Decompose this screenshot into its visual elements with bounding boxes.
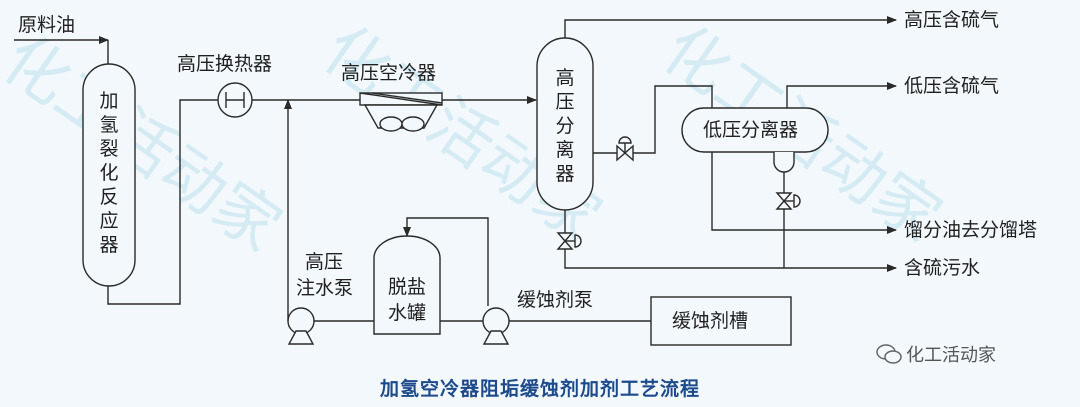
lp-separator-vessel	[681, 107, 829, 153]
inhibitor-pump-label: 缓蚀剂泵	[517, 289, 594, 311]
hp-sour-gas-label: 高压含硫气	[904, 9, 1000, 31]
sour-water-label: 含硫污水	[904, 257, 981, 279]
fan-icon	[401, 116, 425, 132]
valve-icon	[616, 144, 627, 162]
lp-separator-boot	[773, 152, 795, 173]
valve-icon	[556, 232, 574, 243]
inhibitor-pump	[482, 307, 510, 335]
diagram-caption: 加氢空冷器阻垢缓蚀剂加剂工艺流程	[379, 378, 700, 400]
valve-icon	[775, 192, 793, 203]
hp-gas-line	[564, 16, 897, 38]
inhibitor-tank	[650, 296, 792, 346]
fan-icon	[379, 116, 403, 132]
lp-sour-gas-label: 低压含硫气	[904, 75, 1000, 97]
desalted-tank-label: 水罐	[388, 302, 427, 324]
hp-water-pump-label: 注水泵	[296, 277, 354, 299]
reactor-outlet-line	[107, 99, 218, 305]
hp-air-cooler-label: 高压空冷器	[341, 62, 437, 84]
inhibitor-tank-label: 缓蚀剂槽	[672, 310, 749, 332]
crude-oil-label: 原料油	[18, 14, 76, 36]
wechat-icon	[876, 344, 902, 364]
hp-separator-label: 高压分离器	[555, 67, 575, 185]
hp-water-pump-label: 高压	[305, 251, 344, 273]
lp-separator-label: 低压分离器	[703, 119, 799, 141]
hp-exchanger-label: 高压换热器	[177, 53, 273, 75]
hp-water-pump	[287, 307, 315, 335]
distillate-line	[711, 152, 897, 234]
brand-label: 化工活动家	[906, 345, 996, 366]
reactor-label: 加氢裂化反应器	[99, 90, 119, 256]
distillate-label: 馏分油去分馏塔	[904, 219, 1038, 241]
lp-gas-line	[786, 82, 897, 108]
reactor-vessel	[82, 63, 136, 287]
desalted-tank-label: 脱盐	[388, 276, 427, 298]
tank-return-line	[403, 217, 489, 306]
